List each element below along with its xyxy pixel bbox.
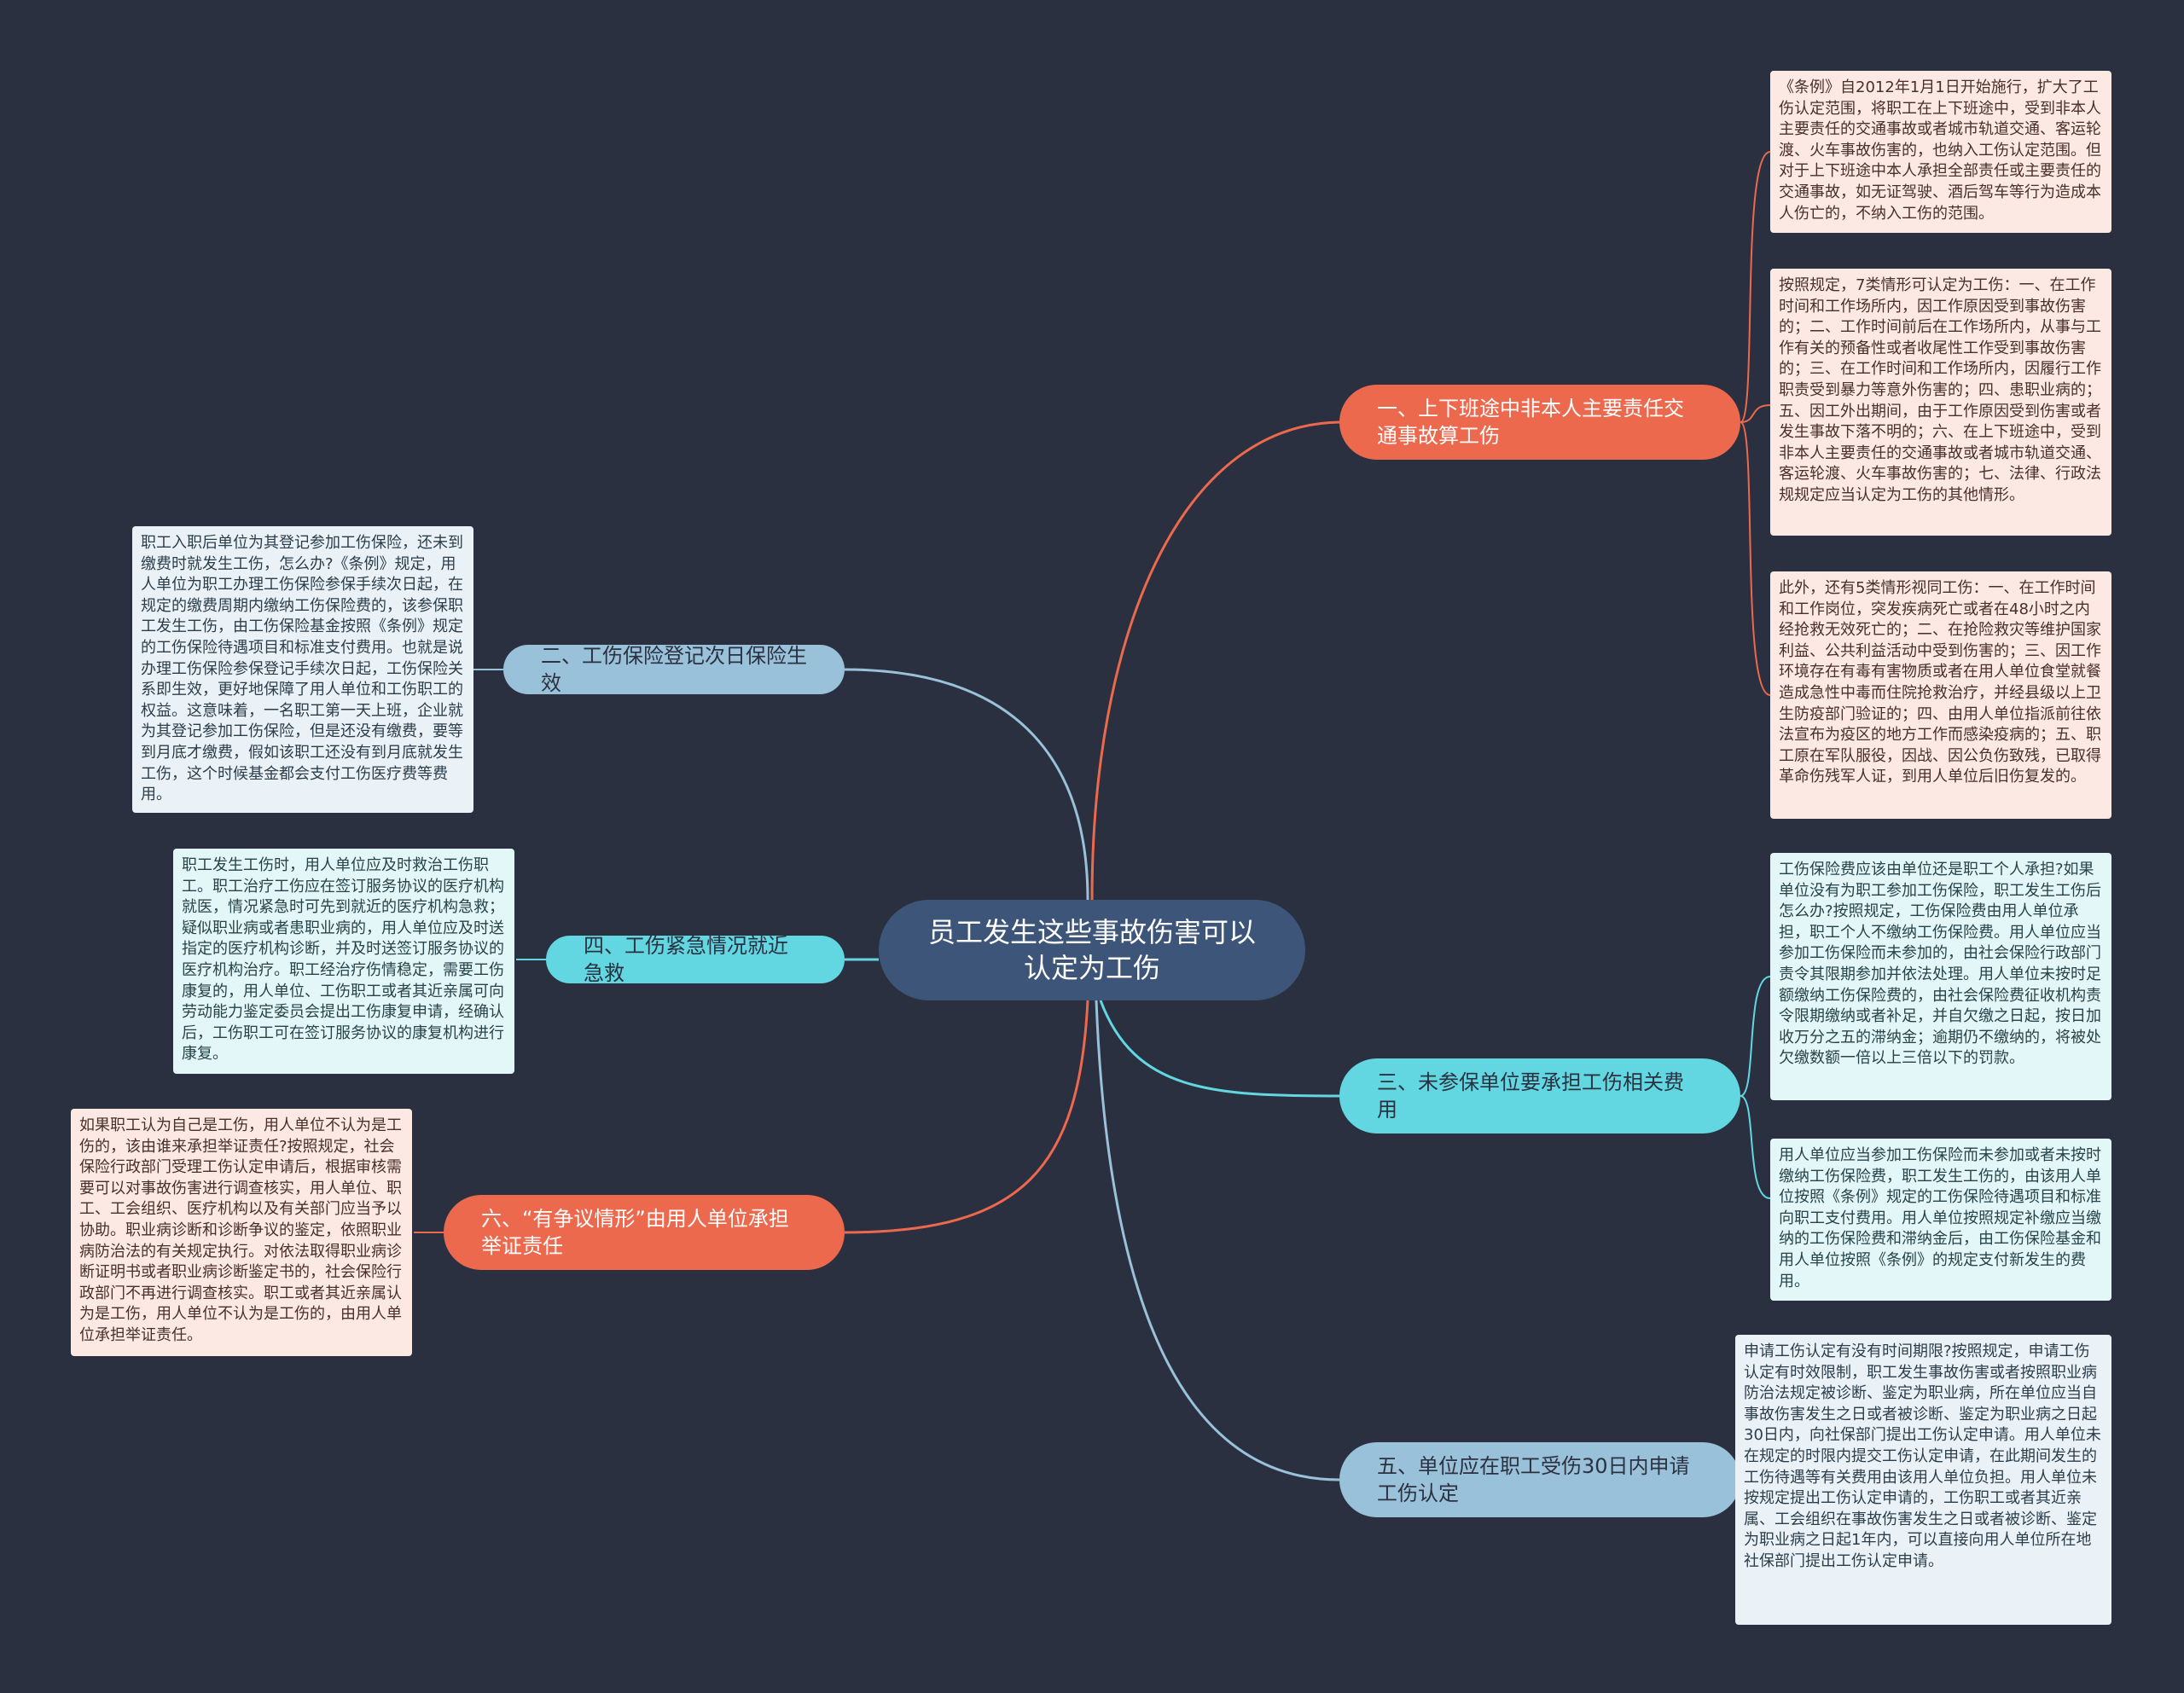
edge-branch1-leaf3 xyxy=(1740,421,1771,696)
leaf-note-1-3: 此外，还有5类情形视同工伤：一、在工作时间和工作岗位，突发疾病死亡或者在48小时… xyxy=(1770,571,2111,819)
branch-node-1[interactable]: 一、上下班途中非本人主要责任交通事故算工伤 xyxy=(1339,385,1740,460)
leaf-text: 如果职工认为自己是工伤，用人单位不认为是工伤的，该由谁来承担举证责任?按照规定，… xyxy=(79,1116,402,1344)
edge-center-branch2 xyxy=(844,668,1089,901)
branch-node-6[interactable]: 六、“有争议情形”由用人单位承担举证责任 xyxy=(444,1195,845,1270)
leaf-text: 职工入职后单位为其登记参加工伤保险，还未到缴费时就发生工伤，怎么办?《条例》规定… xyxy=(141,534,463,804)
branch-node-3[interactable]: 三、未参保单位要承担工伤相关费用 xyxy=(1339,1058,1740,1133)
branch-label: 五、单位应在职工受伤30日内申请工伤认定 xyxy=(1377,1454,1690,1505)
branch-node-5[interactable]: 五、单位应在职工受伤30日内申请工伤认定 xyxy=(1339,1442,1740,1517)
leaf-note-1-1: 《条例》自2012年1月1日开始施行，扩大了工伤认定范围，将职工在上下班途中，受… xyxy=(1770,71,2111,233)
edge-branch3-leaf2 xyxy=(1740,1095,1771,1199)
leaf-note-1-2: 按照规定，7类情形可认定为工伤：一、在工作时间和工作场所内，因工作原因受到事故伤… xyxy=(1770,269,2111,536)
leaf-text: 此外，还有5类情形视同工伤：一、在工作时间和工作岗位，突发疾病死亡或者在48小时… xyxy=(1779,579,2101,786)
leaf-text: 按照规定，7类情形可认定为工伤：一、在工作时间和工作场所内，因工作原因受到事故伤… xyxy=(1779,276,2101,504)
branch-node-2[interactable]: 二、工伤保险登记次日保险生效 xyxy=(503,644,845,695)
leaf-note-5-1: 申请工伤认定有没有时间期限?按照规定，申请工伤认定有时效限制，职工发生事故伤害或… xyxy=(1735,1335,2111,1625)
branch-label: 六、“有争议情形”由用人单位承担举证责任 xyxy=(481,1207,789,1258)
edge-branch1-leaf2 xyxy=(1740,404,1771,423)
edge-center-branch5 xyxy=(1095,1000,1340,1481)
edge-center-branch1 xyxy=(1090,420,1340,901)
edge-center-branch3 xyxy=(1099,1000,1340,1098)
branch-label: 三、未参保单位要承担工伤相关费用 xyxy=(1377,1070,1684,1122)
leaf-text: 申请工伤认定有没有时间期限?按照规定，申请工伤认定有时效限制，职工发生事故伤害或… xyxy=(1744,1342,2101,1570)
leaf-note-4-1: 职工发生工伤时，用人单位应及时救治工伤职工。职工治疗工伤应在签订服务协议的医疗机… xyxy=(173,849,514,1074)
edge-center-branch6 xyxy=(844,1000,1089,1234)
leaf-note-3-2: 用人单位应当参加工伤保险而未参加或者未按时缴纳工伤保险费，职工发生工伤的，由该用… xyxy=(1770,1139,2111,1301)
branch-label: 四、工伤紧急情况就近急救 xyxy=(584,934,788,985)
leaf-text: 《条例》自2012年1月1日开始施行，扩大了工伤认定范围，将职工在上下班途中，受… xyxy=(1779,78,2101,223)
leaf-note-6-1: 如果职工认为自己是工伤，用人单位不认为是工伤的，该由谁来承担举证责任?按照规定，… xyxy=(71,1109,412,1356)
branch-node-4[interactable]: 四、工伤紧急情况就近急救 xyxy=(546,934,845,985)
edge-branch1-leaf1 xyxy=(1740,151,1771,423)
leaf-note-2-1: 职工入职后单位为其登记参加工伤保险，还未到缴费时就发生工伤，怎么办?《条例》规定… xyxy=(132,526,473,813)
leaf-note-3-1: 工伤保险费应该由单位还是职工个人承担?如果单位没有为职工参加工伤保险，职工发生工… xyxy=(1770,853,2111,1100)
central-topic[interactable]: 员工发生这些事故伤害可以认定为工伤 xyxy=(879,900,1305,1000)
central-topic-label: 员工发生这些事故伤害可以认定为工伤 xyxy=(927,916,1256,984)
branch-label: 二、工伤保险登记次日保险生效 xyxy=(541,644,807,695)
edge-branch3-leaf1 xyxy=(1740,976,1771,1097)
leaf-text: 工伤保险费应该由单位还是职工个人承担?如果单位没有为职工参加工伤保险，职工发生工… xyxy=(1779,861,2101,1068)
leaf-text: 用人单位应当参加工伤保险而未参加或者未按时缴纳工伤保险费，职工发生工伤的，由该用… xyxy=(1779,1146,2101,1290)
leaf-text: 职工发生工伤时，用人单位应及时救治工伤职工。职工治疗工伤应在签订服务协议的医疗机… xyxy=(182,856,504,1064)
branch-label: 一、上下班途中非本人主要责任交通事故算工伤 xyxy=(1377,397,1684,448)
